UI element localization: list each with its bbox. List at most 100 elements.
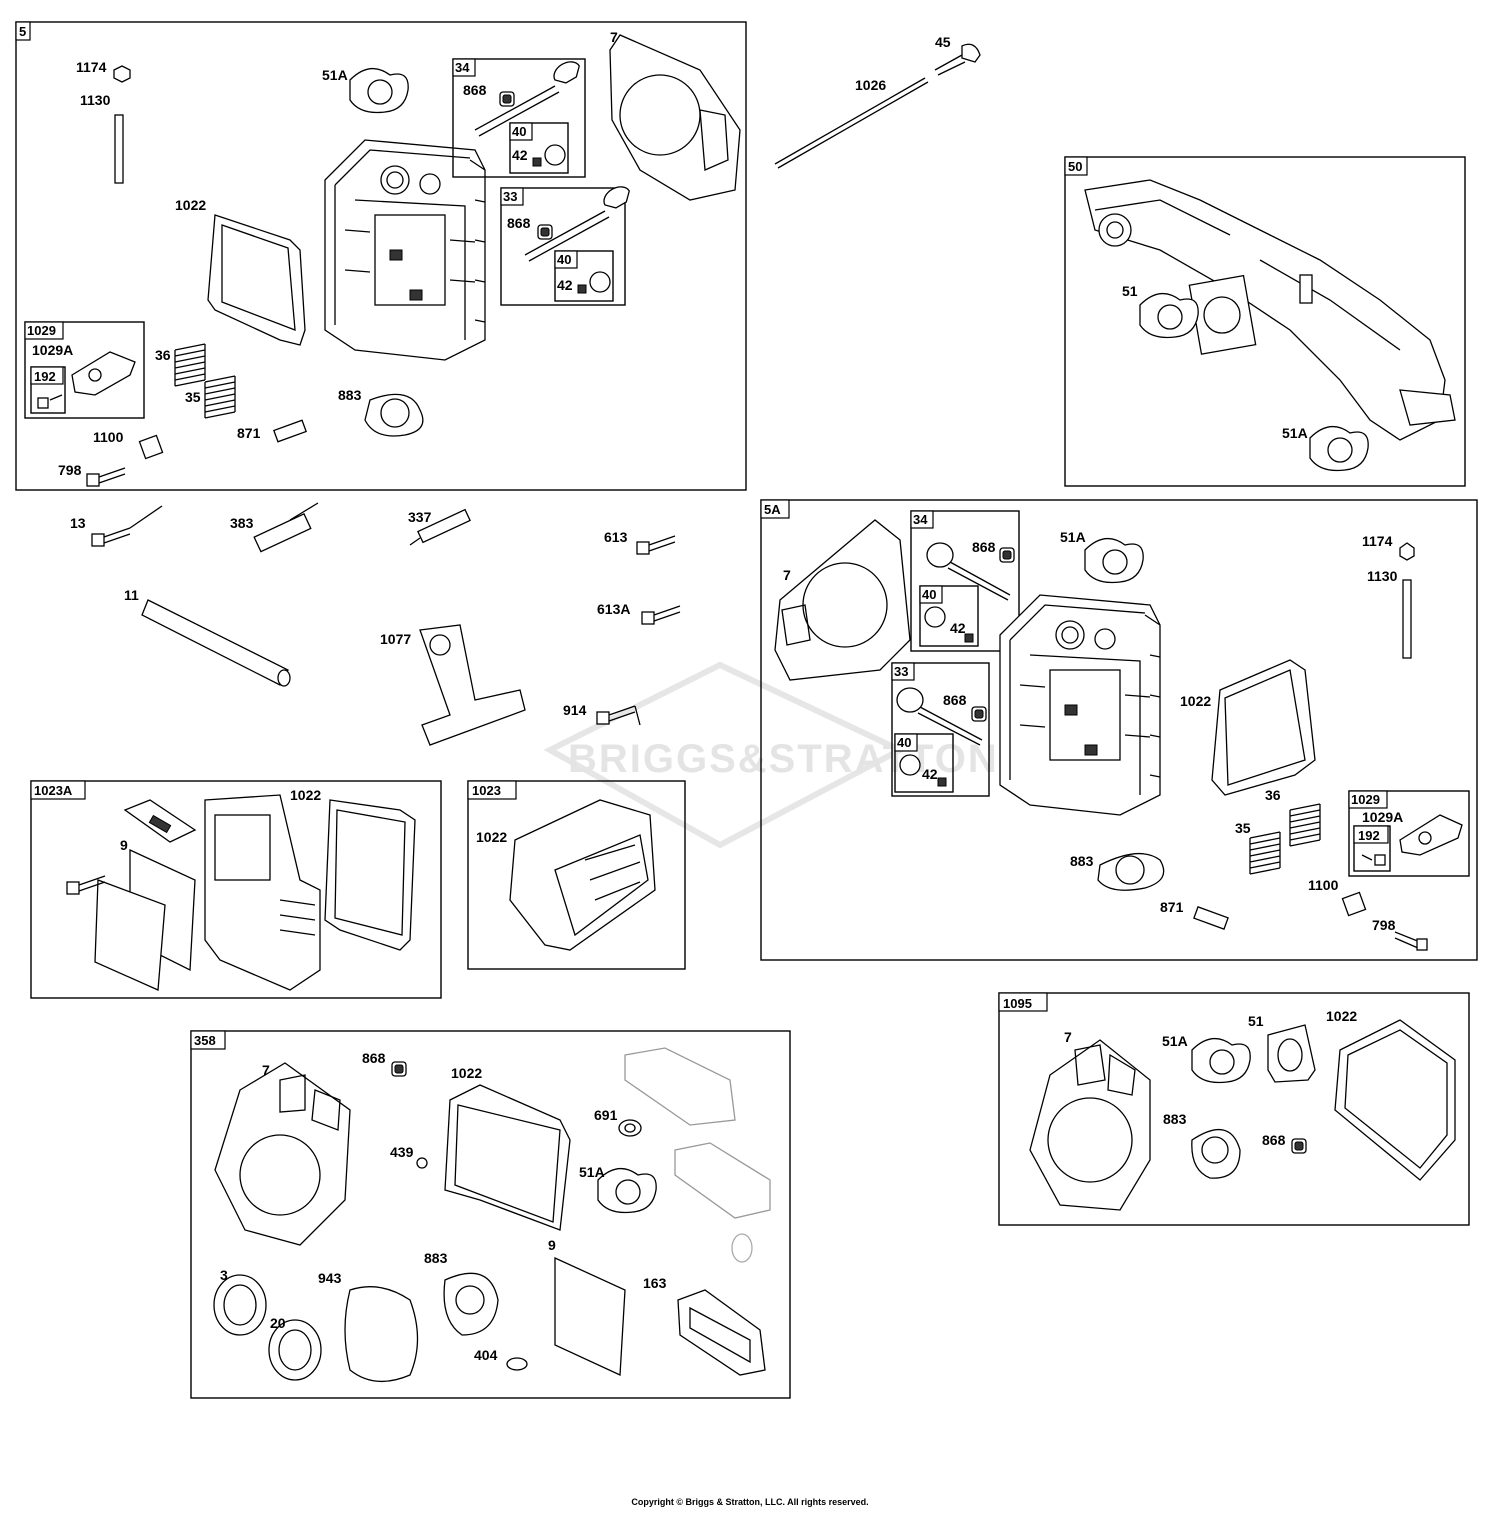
callout-868: 868 [507,215,531,231]
callout-1077: 1077 [380,631,411,647]
valve-cover [509,799,656,951]
gasket-7 [214,1062,351,1246]
svg-text:50: 50 [1068,159,1082,174]
gasket-51 [1267,1024,1316,1083]
callout-35: 35 [1235,820,1251,836]
cap-plate [123,799,197,843]
svg-text:33: 33 [894,664,908,679]
callout-1029A: 1029A [32,342,73,358]
callout-42: 42 [950,620,966,636]
gasket-883 [1191,1128,1241,1179]
callout-868: 868 [972,539,996,555]
svg-text:358: 358 [194,1033,216,1048]
callout-1022: 1022 [451,1065,482,1081]
nut-1174 [1399,542,1415,561]
svg-text:33: 33 [503,189,517,204]
cylinder-head [324,139,486,361]
gasket-7 [774,519,911,681]
svg-text:40: 40 [557,252,571,267]
gasket-883 [364,393,424,437]
callout-798: 798 [58,462,82,478]
gasket-1022 [1334,1019,1456,1181]
svg-text:1023A: 1023A [34,783,73,798]
svg-text:40: 40 [922,587,936,602]
gasket-51A [1084,537,1144,584]
callout-7: 7 [262,1062,270,1078]
callout-13: 13 [70,515,86,531]
callout-883: 883 [338,387,362,403]
callout-42: 42 [922,766,938,782]
callout-868: 868 [943,692,967,708]
pin-871 [1193,906,1229,930]
callout-1174: 1174 [76,59,107,75]
gasket-51 [1139,292,1199,339]
spring-35 [204,375,236,419]
callout-871: 871 [237,425,261,441]
svg-text:40: 40 [512,124,526,139]
spring-36 [174,343,206,387]
callout-1022: 1022 [1326,1008,1357,1024]
callout-883: 883 [1070,853,1094,869]
seal-20 [268,1319,322,1381]
watermark-text: BRIGGS&STRATTON [568,737,999,781]
gasket-1022 [324,799,416,951]
callout-20: 20 [270,1315,286,1331]
gasket-9 [554,1256,626,1376]
bolt-798 [1394,931,1428,951]
group-358: 358 7 868 1022 439 691 51A 3 20 943 [190,1030,791,1399]
callout-439: 439 [390,1144,414,1160]
callout-1022: 1022 [175,197,206,213]
gasket-1022 [1211,659,1316,796]
callout-42: 42 [512,147,528,163]
callout-691: 691 [594,1107,618,1123]
pin-871 [273,419,307,443]
guide-1100 [1341,891,1367,917]
breather-383 [253,502,319,553]
bolt-798 [86,467,126,487]
callout-1022: 1022 [290,787,321,803]
callout-36: 36 [1265,787,1281,803]
gasket-51A [1191,1037,1251,1084]
callout-7: 7 [1064,1029,1072,1045]
rocker-arm [71,351,136,396]
callout-943: 943 [318,1270,342,1286]
gasket-7 [1029,1039,1151,1211]
svg-text:34: 34 [455,60,470,75]
bolt-613A [641,605,681,625]
callout-1100: 1100 [1308,877,1339,893]
copyright-text: Copyright © Briggs & Stratton, LLC. All … [631,1497,869,1507]
callout-883: 883 [1163,1111,1187,1127]
callout-404: 404 [474,1347,498,1363]
nut-1174 [113,65,131,83]
group-5A: 5A 7 34 868 40 42 51A 1174 1130 33 [760,499,1478,961]
callout-871: 871 [1160,899,1184,915]
callout-337: 337 [408,509,432,525]
gasket-1022 [444,1084,571,1231]
callout-51A: 51A [1162,1033,1188,1049]
callout-45: 45 [935,34,951,50]
callout-3: 3 [220,1267,228,1283]
callout-51: 51 [1122,283,1138,299]
callout-36: 36 [155,347,171,363]
group-1023: 1023 1022 [467,780,686,970]
bolt-13 [91,527,131,547]
svg-text:34: 34 [913,512,928,527]
callout-51: 51 [1248,1013,1264,1029]
spring-35 [1249,831,1281,875]
group-50: 50 51 51A [1064,156,1466,487]
callout-7: 7 [610,29,618,45]
callout-613A: 613A [597,601,630,617]
svg-text:192: 192 [1358,828,1380,843]
seal-3 [213,1274,267,1336]
svg-text:40: 40 [897,735,911,750]
callout-35: 35 [185,389,201,405]
callout-1022: 1022 [476,829,507,845]
callout-868: 868 [463,82,487,98]
gasket-7 [609,34,741,201]
callout-7: 7 [783,567,791,583]
callout-11: 11 [124,587,139,603]
svg-text:5: 5 [19,24,26,39]
callout-1022: 1022 [1180,693,1211,709]
callout-51A: 51A [1060,529,1086,545]
